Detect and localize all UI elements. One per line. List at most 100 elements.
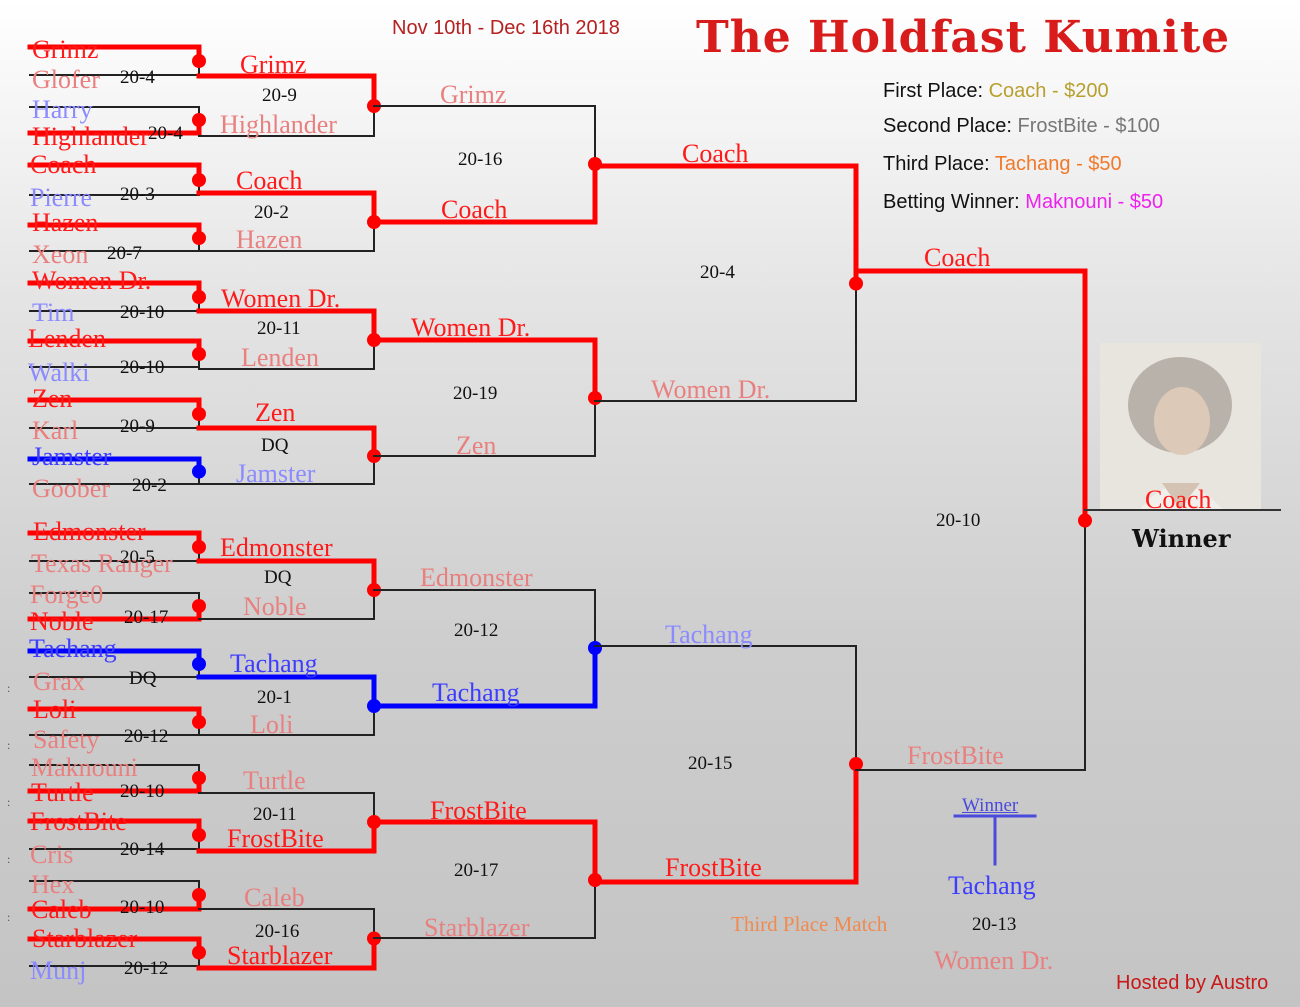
r1-m9-score: 20-5	[120, 547, 155, 568]
r2-m7-top: Turtle	[243, 766, 306, 795]
third-place-match-label: Third Place Match	[731, 912, 888, 936]
r1-m7-score: 20-9	[120, 416, 155, 437]
r1-m15-top: Hex	[31, 870, 75, 899]
r1-m13-bottom: Turtle	[31, 778, 94, 807]
edge-mark: :	[7, 738, 11, 752]
r3-m4-top: FrostBite	[430, 796, 527, 825]
betting-winner-label: Betting Winner:	[883, 191, 1020, 213]
r1-m4-top: Hazen	[32, 208, 99, 237]
r1-m10-top: Forge0	[30, 580, 104, 609]
r1-m16-top: Starblazer	[32, 924, 138, 953]
r2-m7-score: 20-11	[253, 804, 297, 825]
betting-winner-line: Betting Winner: Maknouni - $50	[883, 191, 1163, 214]
r1-m14-bottom: Cris	[30, 840, 74, 869]
r1-m16-score: 20-12	[124, 958, 169, 979]
bracket-node	[192, 173, 206, 187]
r3-m2-bottom: Zen	[456, 431, 497, 460]
r3-m4-score: 20-17	[454, 860, 499, 881]
r2-m2-top: Coach	[236, 166, 303, 195]
third-place-loser: Women Dr.	[934, 946, 1054, 975]
r3-m1-top: Grimz	[440, 80, 507, 109]
r2-m2-bottom: Hazen	[236, 225, 303, 254]
r2-m5-top: Edmonster	[220, 533, 333, 562]
r3-m2-top: Women Dr.	[411, 313, 531, 342]
r1-m14-score: 20-14	[120, 839, 165, 860]
r1-m3-bottom: Pierre	[30, 183, 93, 212]
bracket-node	[192, 54, 206, 68]
r1-m8-top: Jamster	[32, 442, 112, 471]
r1-m8-score: 20-2	[132, 475, 167, 496]
r4-m2-top: Tachang	[665, 620, 753, 649]
third-place-score: 20-13	[972, 914, 1017, 935]
edge-mark: :	[7, 795, 11, 809]
first-place-value: Coach - $200	[988, 80, 1109, 102]
champion-photo	[1100, 343, 1261, 509]
third-place-winner-label: Winner	[962, 795, 1019, 816]
r2-m2-score: 20-2	[254, 202, 289, 223]
r4-m1-top: Coach	[682, 139, 749, 168]
r1-m2-score: 20-4	[148, 123, 183, 144]
r1-m10-bottom: Noble	[30, 607, 94, 636]
bracket-node	[192, 347, 206, 361]
third-place-line: Third Place: Tachang - $50	[883, 153, 1122, 176]
r1-m11-score: DQ	[129, 668, 157, 689]
final-top: Coach	[924, 243, 991, 272]
r1-m9-bottom: Texas Ranger	[31, 549, 173, 578]
r2-m4-top: Zen	[255, 398, 296, 427]
r1-m4-score: 20-7	[107, 243, 142, 264]
page-title: The Holdfast Kumite	[696, 12, 1231, 63]
r3-m1-bottom: Coach	[441, 195, 508, 224]
r1-m3-top: Coach	[30, 150, 97, 179]
r4-m2-score: 20-15	[688, 753, 733, 774]
r2-m8-top: Caleb	[244, 883, 305, 912]
betting-winner-value: Maknouni - $50	[1025, 191, 1164, 213]
edge-mark: :	[7, 852, 11, 866]
bracket-node	[192, 407, 206, 421]
date-range: Nov 10th - Dec 16th 2018	[392, 17, 620, 39]
r2-m1-score: 20-9	[262, 85, 297, 106]
r1-m2-bottom: Highlander	[32, 122, 149, 151]
r2-m1-bottom: Highlander	[220, 110, 337, 139]
r1-m2-top: Harry	[32, 95, 93, 124]
r1-m13-top: Maknouni	[31, 753, 138, 782]
r1-m13-score: 20-10	[120, 781, 165, 802]
r1-m5-score: 20-10	[120, 302, 165, 323]
final-score: 20-10	[936, 510, 981, 531]
r1-m11-bottom: Grax	[33, 667, 85, 696]
r3-m3-score: 20-12	[454, 620, 499, 641]
r1-m15-bottom: Caleb	[31, 895, 92, 924]
r1-m3-score: 20-3	[120, 184, 155, 205]
r1-m6-score: 20-10	[120, 357, 165, 378]
r1-m12-top: Loli	[33, 695, 77, 724]
r1-m12-bottom: Safety	[33, 725, 100, 754]
bracket-node	[192, 945, 206, 960]
bracket-node	[192, 113, 206, 127]
r3-m1-score: 20-16	[458, 149, 503, 170]
portrait-image	[1100, 343, 1261, 509]
second-place-value: FrostBite - $100	[1017, 115, 1160, 137]
r1-m12-score: 20-12	[124, 726, 169, 747]
r2-m4-bottom: Jamster	[236, 459, 316, 488]
bracket-node	[192, 828, 206, 842]
r2-m8-bottom: Starblazer	[227, 941, 333, 970]
r1-m5-top: Women Dr.	[32, 266, 152, 295]
r1-m6-bottom: Walki	[28, 358, 90, 387]
r2-m3-top: Women Dr.	[221, 284, 341, 313]
r1-m7-bottom: Karl	[32, 416, 79, 445]
r1-m15-score: 20-10	[120, 897, 165, 918]
bracket-node	[192, 888, 206, 902]
r1-m4-bottom: Xeon	[32, 240, 89, 269]
r2-m3-bottom: Lenden	[241, 343, 319, 372]
bracket-node	[192, 715, 206, 729]
r3-m4-bottom: Starblazer	[424, 913, 530, 942]
r1-m1-top: Grimz	[32, 35, 99, 64]
r1-m5-bottom: Tim	[32, 298, 75, 327]
r1-m10-score: 20-17	[124, 607, 169, 628]
final-bottom: FrostBite	[907, 741, 1004, 770]
champion-name: Coach	[1145, 485, 1212, 514]
bracket-node	[849, 757, 863, 771]
r4-m1-bottom: Women Dr.	[651, 375, 771, 404]
r1-m1-bottom: Glofer	[32, 65, 100, 94]
r2-m3-score: 20-11	[257, 318, 301, 339]
hosted-by: Hosted by Austro	[1116, 972, 1269, 994]
